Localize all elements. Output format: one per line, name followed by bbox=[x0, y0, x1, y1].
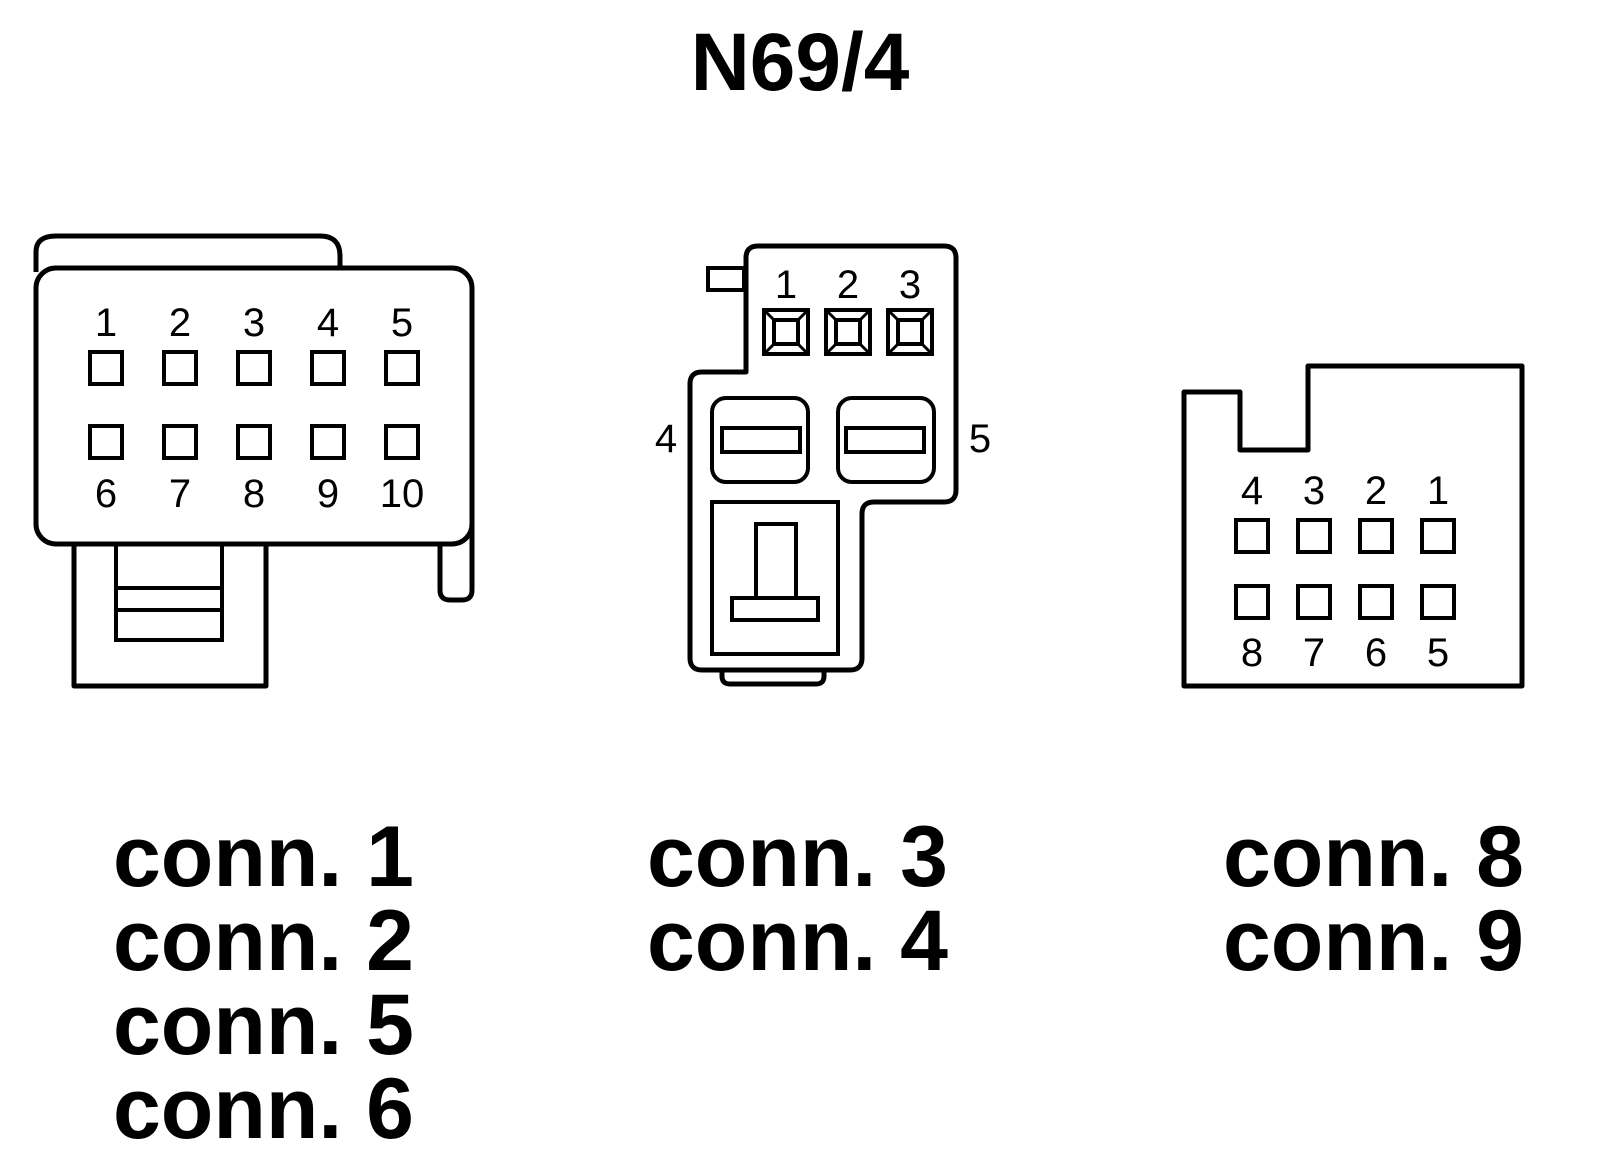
pin-cavity bbox=[1296, 584, 1332, 620]
connector-c: 4 3 2 1 8 7 6 5 bbox=[1181, 363, 1525, 689]
pin-label: 8 bbox=[1241, 631, 1263, 675]
pin-cavity bbox=[384, 424, 420, 460]
connector-label: conn. 3 bbox=[647, 809, 948, 905]
pin-cavity bbox=[236, 424, 272, 460]
pin-label: 6 bbox=[1365, 631, 1387, 675]
connector-label: conn. 2 bbox=[113, 893, 414, 989]
pin-cavity bbox=[886, 308, 934, 356]
pin-label: 1 bbox=[775, 263, 797, 307]
connector-a: 1 2 3 4 5 6 7 8 9 10 bbox=[33, 233, 475, 689]
connector-label: conn. 1 bbox=[113, 809, 414, 905]
pin-label: 1 bbox=[1427, 469, 1449, 513]
pin-cavity bbox=[824, 308, 872, 356]
pin-cavity bbox=[236, 350, 272, 386]
pin-label: 7 bbox=[169, 472, 191, 516]
pin-cavity bbox=[162, 350, 198, 386]
pin-cavity bbox=[88, 350, 124, 386]
connector-a-labels: conn. 1 conn. 2 conn. 5 conn. 6 bbox=[113, 809, 414, 1157]
pin-label: 4 bbox=[1241, 469, 1263, 513]
pin-label: 2 bbox=[837, 263, 859, 307]
pin-label: 2 bbox=[1365, 469, 1387, 513]
connector-label: conn. 5 bbox=[113, 977, 414, 1073]
pin-label: 5 bbox=[969, 417, 991, 461]
pin-label: 4 bbox=[655, 417, 677, 461]
pin-label: 2 bbox=[169, 301, 191, 345]
pin-label: 3 bbox=[899, 263, 921, 307]
diagram-title: N69/4 bbox=[691, 17, 910, 108]
pin-cavity bbox=[162, 424, 198, 460]
connector-b-labels: conn. 3 conn. 4 bbox=[647, 809, 948, 989]
pin-cavity bbox=[384, 350, 420, 386]
pin-cavity bbox=[1420, 518, 1456, 554]
connector-b: 1 2 3 bbox=[655, 243, 991, 687]
pin-label: 1 bbox=[95, 301, 117, 345]
pin-cavity bbox=[762, 308, 810, 356]
pin-label: 5 bbox=[1427, 631, 1449, 675]
pin-label: 10 bbox=[380, 472, 425, 516]
pin-label: 5 bbox=[391, 301, 413, 345]
pin-cavity bbox=[1358, 518, 1394, 554]
pin-label: 9 bbox=[317, 472, 339, 516]
connector-a-pins: 1 2 3 4 5 6 7 8 9 10 bbox=[88, 301, 425, 516]
pin-cavity bbox=[1234, 584, 1270, 620]
connector-label: conn. 9 bbox=[1223, 893, 1524, 989]
pin-cavity bbox=[1234, 518, 1270, 554]
pin-cavity bbox=[1296, 518, 1332, 554]
pin-label: 4 bbox=[317, 301, 339, 345]
pin-label: 7 bbox=[1303, 631, 1325, 675]
connector-label: conn. 8 bbox=[1223, 809, 1524, 905]
connector-label: conn. 6 bbox=[113, 1061, 414, 1157]
pin-cavity bbox=[1420, 584, 1456, 620]
pin-cavity bbox=[88, 424, 124, 460]
pin-label: 3 bbox=[243, 301, 265, 345]
pin-label: 8 bbox=[243, 472, 265, 516]
pin-label: 6 bbox=[95, 472, 117, 516]
pin-cavity bbox=[1358, 584, 1394, 620]
connector-c-labels: conn. 8 conn. 9 bbox=[1223, 809, 1524, 989]
pin-label: 3 bbox=[1303, 469, 1325, 513]
pin-cavity bbox=[310, 350, 346, 386]
connector-label: conn. 4 bbox=[647, 893, 948, 989]
pin-cavity bbox=[310, 424, 346, 460]
